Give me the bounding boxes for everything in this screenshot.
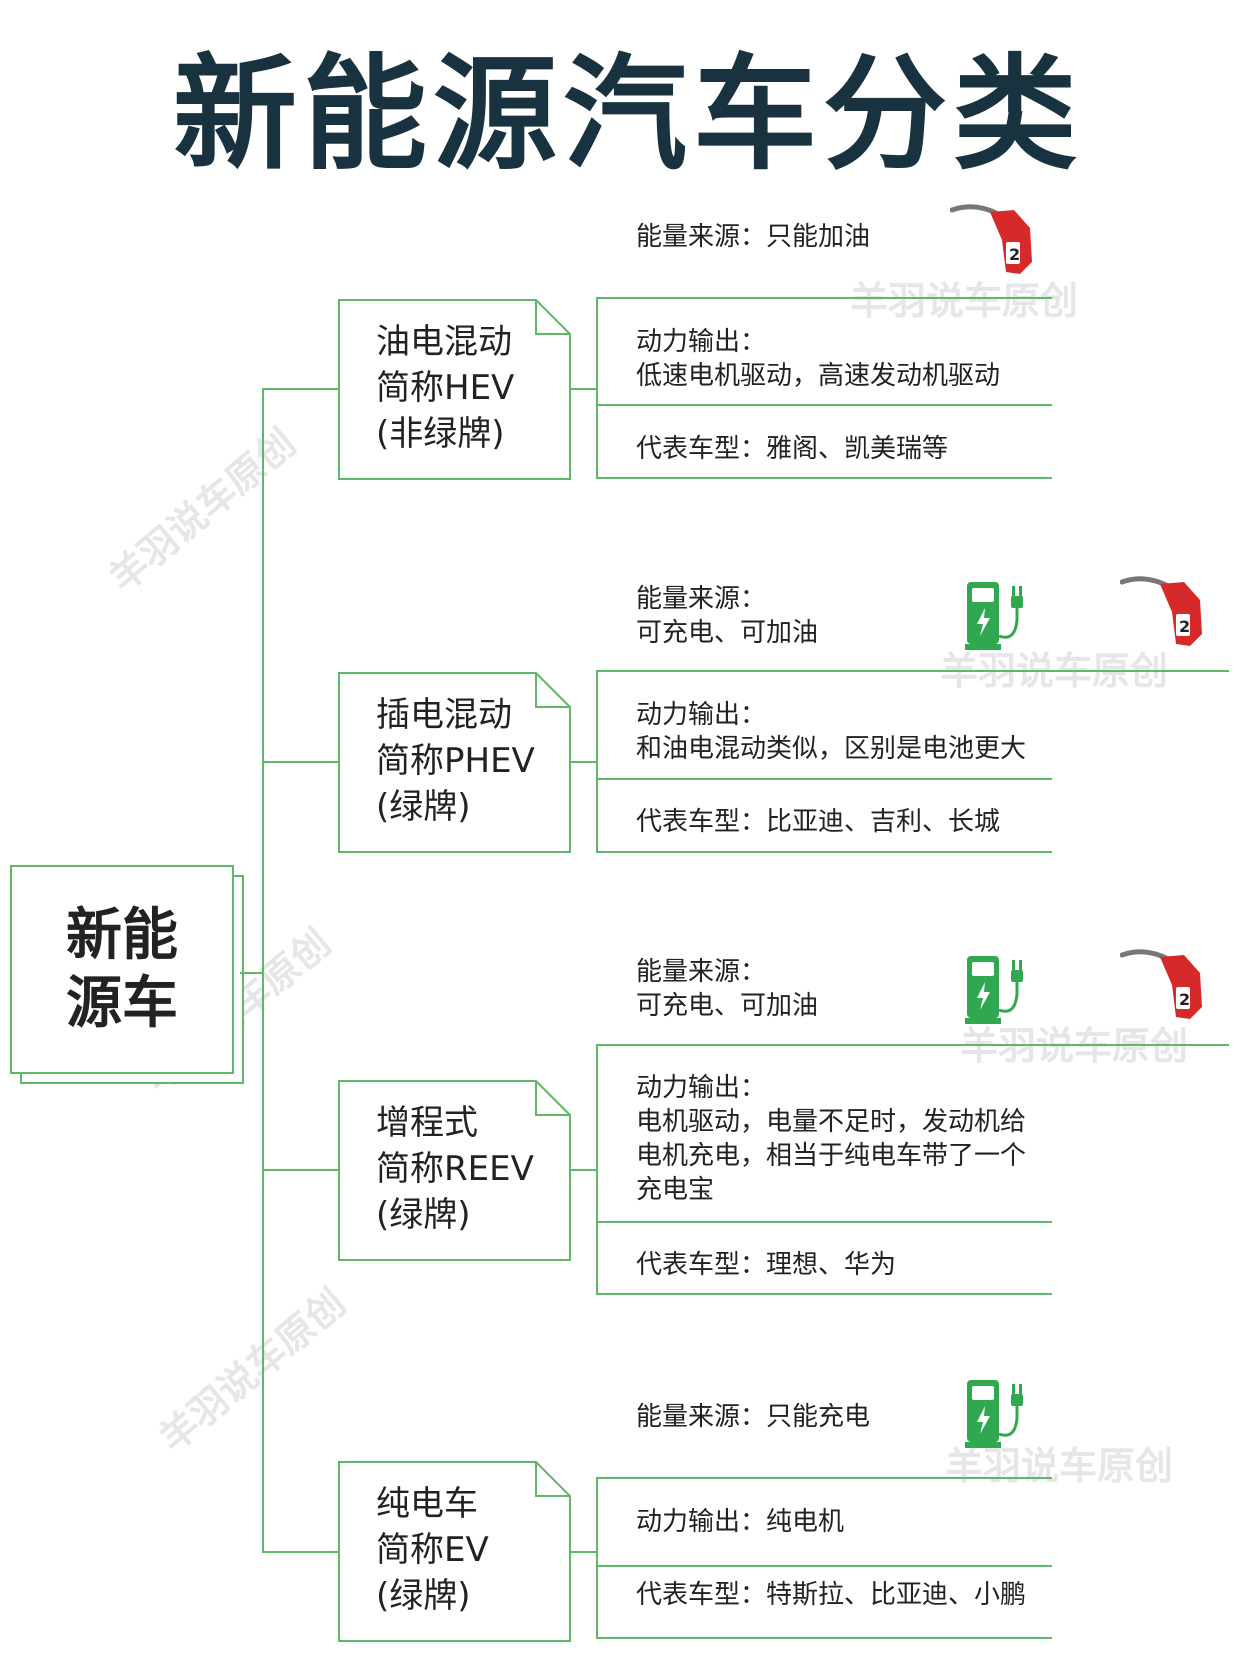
- power-output-text: 和油电混动类似，区别是电池更大: [636, 734, 1027, 764]
- power-output-text: 低速电机驱动，高速发动机驱动: [636, 361, 1001, 391]
- category-name: 纯电车: [376, 1484, 478, 1524]
- detail-divider: [596, 1293, 1052, 1295]
- energy-source-value: 可充电、可加油: [636, 991, 819, 1021]
- category-node-hev: 油电混动 简称HEV (非绿牌): [338, 299, 571, 480]
- connector-hev: [262, 388, 338, 390]
- category-plate: (绿牌): [376, 1195, 471, 1235]
- energy-source-label: 能量来源：只能加油: [636, 222, 871, 252]
- watermark: 羊羽说车原创: [150, 1280, 354, 1461]
- category-plate: (绿牌): [376, 787, 471, 827]
- category-node-reev: 增程式 简称REEV (绿牌): [338, 1080, 571, 1261]
- detail-divider: [596, 297, 1052, 299]
- connector-phev-detail: [571, 761, 597, 763]
- category-abbr: 简称HEV: [376, 368, 515, 408]
- watermark: 羊羽说车原创: [960, 1024, 1189, 1068]
- category-abbr: 简称REEV: [376, 1149, 534, 1189]
- detail-divider: [596, 1477, 1052, 1479]
- detail-divider: [596, 404, 1052, 406]
- detail-bracket: [596, 1477, 598, 1639]
- detail-divider: [596, 851, 1052, 853]
- category-name: 增程式: [376, 1103, 478, 1143]
- power-output-label: 动力输出：: [636, 1073, 767, 1103]
- detail-bracket: [596, 1044, 598, 1295]
- connector-trunk: [262, 388, 264, 1552]
- charging-station-icon: [965, 1380, 1023, 1448]
- detail-bracket: [596, 670, 598, 852]
- models-label: 代表车型：比亚迪、吉利、长城: [636, 807, 1001, 837]
- svg-text:2: 2: [1009, 245, 1020, 264]
- connector-reev: [262, 1169, 338, 1171]
- connector-ev-detail: [571, 1551, 597, 1553]
- connector-hev-detail: [571, 388, 597, 390]
- detail-divider: [596, 1565, 1052, 1567]
- document-shape: [338, 299, 571, 480]
- charging-station-icon: [965, 956, 1023, 1024]
- category-name: 插电混动: [376, 695, 512, 735]
- energy-source-label: 能量来源：: [636, 957, 767, 987]
- connector-reev-detail: [571, 1169, 597, 1171]
- root-label-line1: 新能: [66, 902, 178, 968]
- page-title: 新能源汽车分类: [172, 43, 1083, 187]
- category-plate: (绿牌): [376, 1576, 471, 1616]
- category-plate: (非绿牌): [376, 414, 505, 454]
- fuel-pump-icon: 2: [1120, 576, 1202, 646]
- detail-divider: [596, 477, 1052, 479]
- category-abbr: 简称EV: [376, 1530, 489, 1570]
- category-node-phev: 插电混动 简称PHEV (绿牌): [338, 672, 571, 853]
- fuel-pump-icon: 2: [1120, 949, 1202, 1019]
- detail-divider: [596, 1637, 1052, 1639]
- power-output-text: 电机充电，相当于纯电车带了一个: [636, 1141, 1027, 1171]
- connector-root: [240, 972, 264, 974]
- detail-divider: [596, 1044, 1229, 1046]
- detail-bracket: [596, 297, 598, 479]
- root-label-line2: 源车: [66, 970, 178, 1036]
- category-node-ev: 纯电车 简称EV (绿牌): [338, 1461, 571, 1642]
- watermark: 羊羽说车原创: [850, 279, 1079, 323]
- models-label: 代表车型：理想、华为: [636, 1250, 897, 1280]
- power-output-label: 动力输出：: [636, 700, 767, 730]
- document-shape: [338, 1461, 571, 1642]
- watermark: 羊羽说车原创: [100, 420, 304, 601]
- watermark: 羊羽说车原创: [945, 1444, 1174, 1488]
- connector-phev: [262, 761, 338, 763]
- energy-source-label: 能量来源：只能充电: [636, 1402, 871, 1432]
- power-output-text: 充电宝: [636, 1175, 715, 1205]
- category-abbr: 简称PHEV: [376, 741, 535, 781]
- document-shape: [338, 1080, 571, 1261]
- category-name: 油电混动: [376, 322, 512, 362]
- document-shape: [338, 672, 571, 853]
- detail-divider: [596, 778, 1052, 780]
- charging-station-icon: [965, 582, 1023, 650]
- svg-text:2: 2: [1179, 990, 1190, 1009]
- power-output-label: 动力输出：纯电机: [636, 1507, 845, 1537]
- energy-source-label: 能量来源：: [636, 584, 767, 614]
- svg-text:2: 2: [1179, 617, 1190, 636]
- root-node: 新能 源车: [10, 865, 234, 1074]
- detail-divider: [596, 670, 1229, 672]
- connector-ev: [262, 1551, 338, 1553]
- fuel-pump-icon: 2: [950, 204, 1032, 274]
- models-label: 代表车型：特斯拉、比亚迪、小鹏: [636, 1580, 1027, 1610]
- energy-source-value: 可充电、可加油: [636, 618, 819, 648]
- detail-divider: [596, 1221, 1052, 1223]
- power-output-label: 动力输出：: [636, 327, 767, 357]
- models-label: 代表车型：雅阁、凯美瑞等: [636, 434, 949, 464]
- power-output-text: 电机驱动，电量不足时，发动机给: [636, 1107, 1027, 1137]
